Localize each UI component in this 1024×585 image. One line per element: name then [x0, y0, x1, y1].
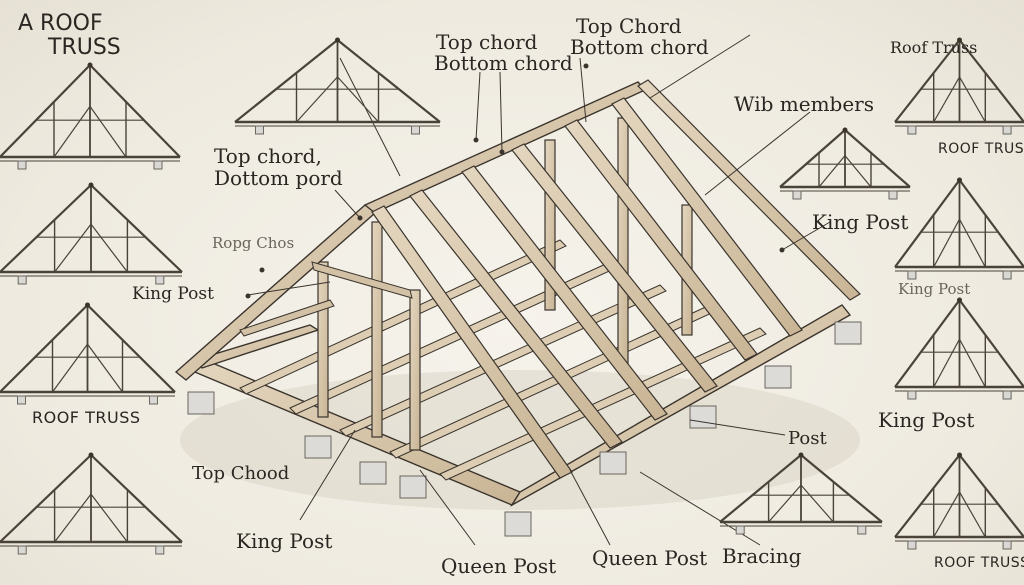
rafters	[371, 79, 861, 479]
label-roof-truss-bottom-right: ROOF TRUSS	[934, 555, 1024, 571]
label-top-chord-c-2: Dottom pord	[214, 166, 343, 190]
label-king-post-right: King Post	[812, 210, 909, 234]
truss-sketch	[0, 62, 181, 170]
truss-sketch	[894, 37, 1024, 135]
truss-sketch	[894, 452, 1024, 550]
truss-sketch	[894, 297, 1024, 400]
label-roof-truss-top-right: Roof Truss	[890, 38, 978, 57]
truss-sketch	[779, 127, 911, 200]
label-roof-truss-left: ROOF TRUSS	[32, 408, 141, 427]
label-king-post-bottom: King Post	[236, 529, 333, 553]
diagram-title: A ROOF TRUSS	[18, 11, 128, 61]
label-top-chord-a-1: Top chord	[436, 30, 538, 54]
label-top-chord-b-1: Top Chord	[576, 14, 682, 38]
label-post: Post	[788, 428, 827, 449]
truss-sketch	[894, 177, 1024, 280]
cross-ties	[239, 261, 413, 337]
label-king-post-right-2: King Post	[878, 408, 975, 432]
label-bracing: Bracing	[722, 544, 802, 568]
truss-sketch	[234, 37, 441, 135]
label-top-chord-c-1: Top chord,	[214, 144, 322, 168]
label-top-chord-a-2: Bottom chord	[434, 51, 573, 75]
label-king-post-left: King Post	[132, 284, 214, 304]
truss-sketch	[0, 302, 176, 405]
title-line-2: TRUSS	[48, 35, 121, 61]
leader-dots	[245, 63, 785, 299]
title-line-1: A ROOF	[18, 11, 103, 36]
truss-sketch	[0, 452, 183, 555]
footings	[187, 321, 862, 537]
truss-sketch	[719, 452, 883, 535]
label-king-post-right-faint: King Post	[898, 280, 971, 298]
label-wib-members: Wib members	[734, 92, 874, 116]
label-top-chood: Top Chood	[192, 463, 290, 484]
label-queen-post-a: Queen Post	[441, 554, 557, 578]
truss-sketch	[0, 182, 183, 285]
label-top-chord-b-2: Bottom chord	[570, 35, 709, 59]
label-roof-truss-right: ROOF TRUSS	[938, 141, 1024, 157]
label-ropg-chos: Ropg Chos	[212, 234, 295, 252]
label-queen-post-b: Queen Post	[592, 546, 708, 570]
